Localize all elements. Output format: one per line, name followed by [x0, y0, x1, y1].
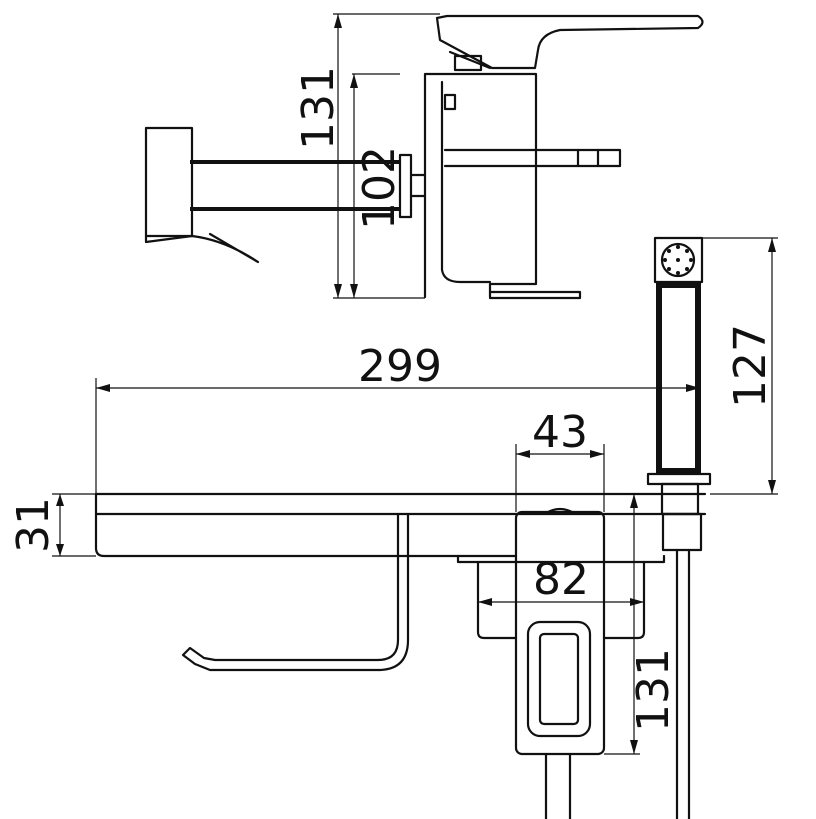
dimension-label-31: 31: [8, 497, 59, 553]
shelf-plan-view: [94, 236, 712, 819]
shelf-body: [94, 492, 518, 558]
spout-head: [144, 126, 194, 238]
arrowhead: [590, 450, 604, 458]
spout-arm-upper: [190, 160, 400, 164]
side-connector: [443, 148, 622, 168]
arrowhead: [516, 450, 530, 458]
handle-window-inner: [538, 632, 580, 726]
arrowhead: [56, 494, 64, 506]
arrowhead: [478, 598, 492, 606]
arrowhead: [56, 544, 64, 556]
lever-underside: [448, 50, 492, 70]
dimension-label-299: 299: [358, 341, 442, 392]
handle-window-outer: [526, 620, 592, 738]
spout-arm-lower: [190, 207, 400, 211]
holder-arm-outer: [181, 512, 410, 672]
arrowhead: [686, 384, 700, 392]
mounting-plate-rim: [456, 554, 666, 564]
faucet-body: [423, 72, 538, 299]
shower-nozzle-dot: [685, 249, 689, 253]
control-body: [514, 510, 606, 756]
arrowhead: [350, 74, 358, 88]
shower-holder-collar: [646, 472, 712, 486]
arrowhead: [768, 238, 776, 252]
control-body-notch: [546, 507, 574, 514]
supply-pipe: [544, 752, 572, 819]
faucet-lever-handle: [435, 14, 704, 70]
top-dimensions: 131 102: [293, 13, 440, 299]
wall-flange: [398, 153, 413, 219]
shower-nozzle-dot: [676, 245, 680, 249]
shower-bracket: [661, 512, 703, 552]
bottom-dimensions: 299 127 43 31 82 131: [8, 237, 778, 755]
arrowhead: [630, 598, 644, 606]
arrowhead: [334, 284, 342, 298]
shower-holder-base: [660, 482, 700, 516]
mounting-plate: [476, 560, 646, 640]
arrowhead: [334, 14, 342, 28]
side-connector-tip: [576, 148, 600, 168]
lever-neck: [453, 54, 483, 72]
dimension-label-43: 43: [532, 407, 588, 458]
dimension-label-82: 82: [533, 554, 589, 605]
arrowhead: [350, 284, 358, 298]
shower-nozzle-dot: [667, 249, 671, 253]
faucet-base-foot: [488, 290, 582, 300]
shower-nozzle-dot: [667, 267, 671, 271]
arrowhead: [768, 480, 776, 494]
shower-nozzle-dot: [663, 258, 667, 262]
dimension-label-131-top: 131: [293, 66, 344, 150]
shower-nozzle-dot: [685, 267, 689, 271]
shower-nozzle-dot: [676, 258, 680, 262]
arrowhead: [630, 740, 638, 754]
shower-nozzle-dot: [689, 258, 693, 262]
faucet-body-inner: [440, 80, 492, 284]
shower-nozzle-dot: [676, 271, 680, 275]
arrowhead: [96, 384, 110, 392]
flange-mount: [409, 173, 427, 198]
shower-hose: [675, 548, 691, 819]
dimension-label-131-bottom: 131: [628, 648, 679, 732]
faucet-side-view: [144, 14, 704, 300]
spout-waterfall-lip: [144, 232, 260, 264]
shower-nozzle-ring: [660, 242, 696, 278]
cartridge-button: [443, 93, 457, 111]
shower-handle-core: [662, 288, 695, 468]
dimension-label-102: 102: [354, 146, 405, 230]
dimension-label-127: 127: [725, 324, 776, 408]
arrowhead: [630, 494, 638, 508]
